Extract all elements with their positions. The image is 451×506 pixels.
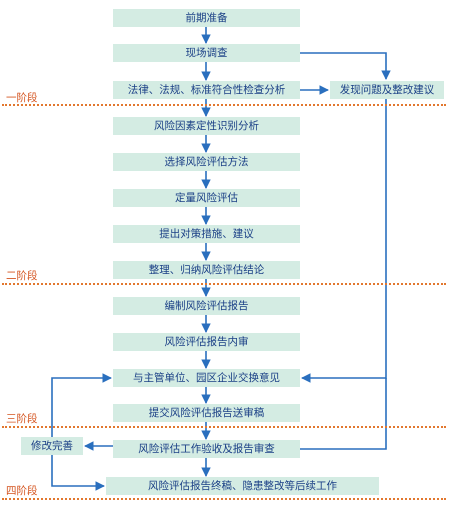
- revise-and-improve-box: 修改完善: [21, 437, 83, 455]
- arrow-revise-to-exchange: [51, 373, 112, 437]
- stage-4-label: 四阶段: [6, 485, 38, 497]
- step-submit-draft: 提交风险评估报告送审稿: [113, 404, 300, 422]
- stage-4-divider: [2, 498, 446, 500]
- step-preparation: 前期准备: [113, 9, 300, 27]
- stage-1-label: 一阶段: [6, 92, 38, 104]
- step-internal-review: 风险评估报告内审: [113, 333, 300, 351]
- step-compliance-check: 法律、法规、标准符合性检查分析: [113, 81, 300, 99]
- step-countermeasures: 提出对策措施、建议: [113, 225, 300, 243]
- issues-and-rectification-box: 发现问题及整改建议: [330, 81, 444, 99]
- stage-2-divider: [2, 283, 446, 285]
- stage-3-divider: [2, 426, 446, 428]
- arrow-issues-to-exchange: [301, 99, 387, 383]
- step-exchange-opinions: 与主管单位、园区企业交换意见: [113, 369, 300, 387]
- arrow-review-to-issues: [300, 378, 387, 450]
- step-quantitative-assessment: 定量风险评估: [113, 189, 300, 207]
- step-acceptance-review: 风险评估工作验收及报告审查: [113, 440, 300, 458]
- arrow-survey-to-issues: [300, 52, 391, 80]
- stage-2-label: 二阶段: [6, 270, 38, 282]
- stage-3-label: 三阶段: [6, 413, 38, 425]
- step-site-survey: 现场调查: [113, 44, 300, 62]
- step-write-report: 编制风险评估报告: [113, 297, 300, 315]
- step-risk-identification: 风险因素定性识别分析: [113, 117, 300, 135]
- arrow-revise-to-final: [51, 455, 105, 491]
- step-select-method: 选择风险评估方法: [113, 153, 300, 171]
- stage-1-divider: [2, 104, 446, 106]
- step-final-report: 风险评估报告终稿、隐患整改等后续工作: [106, 477, 379, 495]
- step-conclusions: 整理、归纳风险评估结论: [113, 261, 300, 279]
